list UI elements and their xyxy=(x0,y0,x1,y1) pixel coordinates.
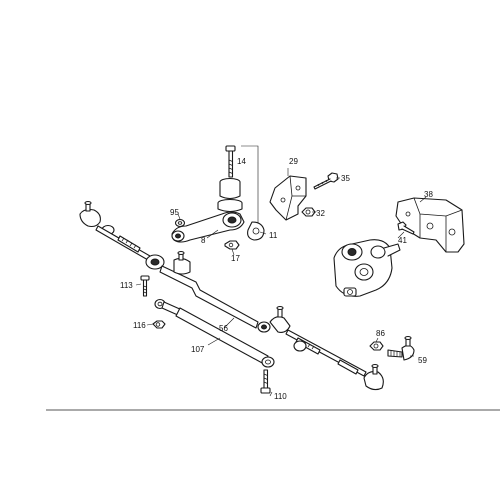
callout-35: 35 xyxy=(341,174,350,183)
callout-113: 113 xyxy=(120,281,133,290)
callout-86: 86 xyxy=(376,329,385,338)
callout-116: 116 xyxy=(133,321,146,330)
part-17-nut xyxy=(224,240,240,250)
callout-8: 8 xyxy=(201,236,206,245)
callout-32: 32 xyxy=(316,209,325,218)
callout-labels: 14 29 35 95 32 38 8 11 41 17 113 56 116 … xyxy=(120,157,433,401)
part-29-bracket xyxy=(269,175,307,221)
callout-107: 107 xyxy=(191,345,205,354)
part-8-idler-arm xyxy=(171,211,245,243)
part-86-nut xyxy=(369,341,384,351)
part-41-bolt xyxy=(397,221,415,235)
callout-41: 41 xyxy=(398,236,407,245)
part-116-nut xyxy=(152,320,166,329)
leader-lines xyxy=(135,168,427,397)
part-56-track-rod xyxy=(79,200,271,333)
callout-56: 56 xyxy=(219,324,228,333)
callout-11: 11 xyxy=(269,231,278,240)
callout-110: 110 xyxy=(274,392,287,401)
part-38-bracket xyxy=(395,197,465,253)
callout-17: 17 xyxy=(231,254,240,263)
part-95-washer xyxy=(174,218,186,228)
callout-38: 38 xyxy=(424,190,433,199)
part-11-clamp xyxy=(247,221,265,241)
part-107-damper xyxy=(154,298,275,368)
part-59-ball-joint xyxy=(387,335,415,361)
part-14-bolt xyxy=(225,145,236,178)
steering-gearbox xyxy=(333,239,401,297)
part-113-bolt xyxy=(140,275,150,297)
part-110-bolt xyxy=(260,369,271,394)
callout-14: 14 xyxy=(237,157,246,166)
callout-29: 29 xyxy=(289,157,298,166)
callout-95: 95 xyxy=(170,208,179,217)
right-track-rod xyxy=(269,305,384,391)
part-35-bolt xyxy=(313,172,339,190)
callout-59: 59 xyxy=(418,356,427,365)
pitman-sleeve xyxy=(217,177,243,213)
